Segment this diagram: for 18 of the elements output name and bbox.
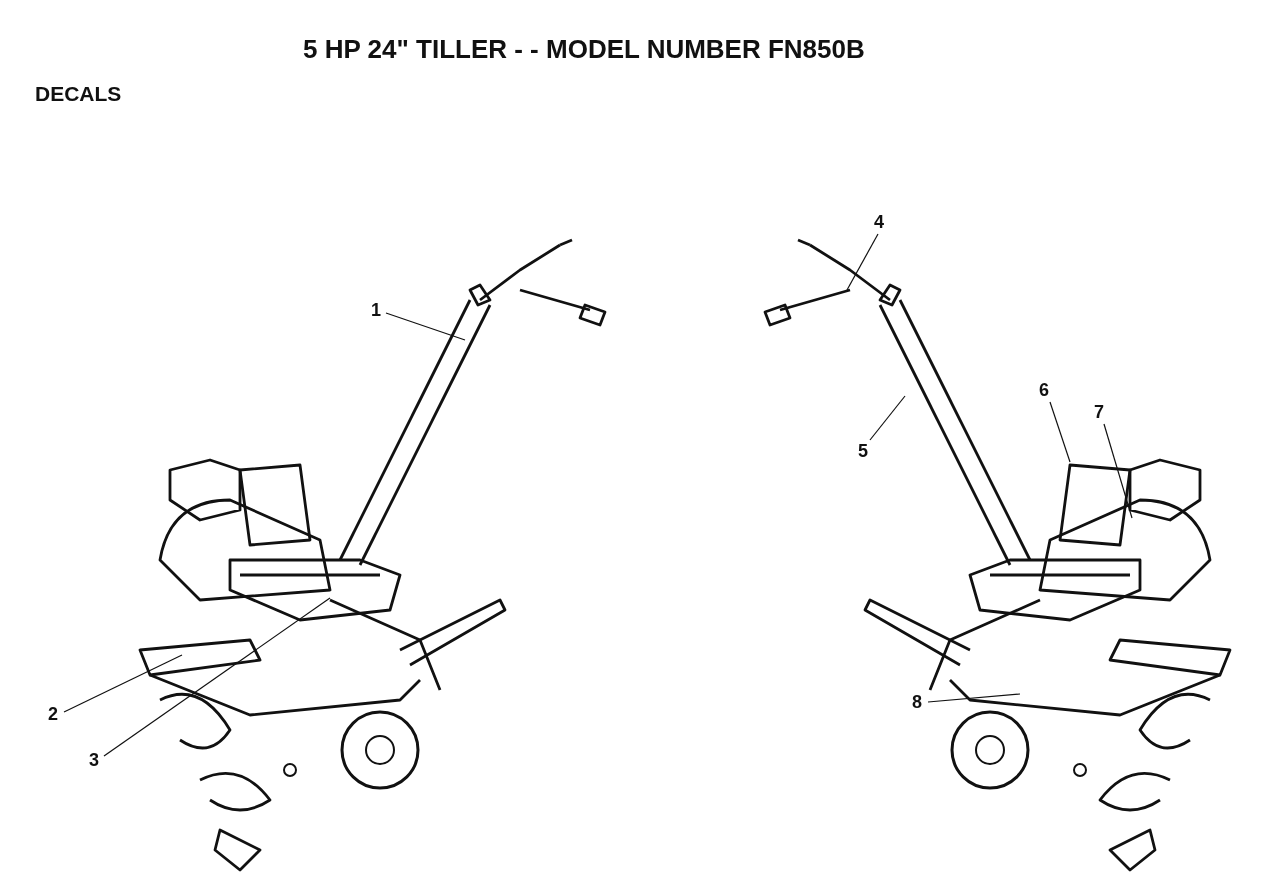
leader-line xyxy=(1049,401,1071,463)
leader-line xyxy=(846,233,879,291)
leader-line xyxy=(103,597,331,757)
callout-number: 1 xyxy=(371,300,381,321)
leader-line xyxy=(927,693,1021,703)
leader-line xyxy=(1103,423,1133,519)
callout-number: 7 xyxy=(1094,402,1104,423)
callout-number: 4 xyxy=(874,212,884,233)
leader-line xyxy=(63,654,183,713)
leader-line xyxy=(385,312,466,341)
callout-number: 5 xyxy=(858,441,868,462)
callout-number: 8 xyxy=(912,692,922,713)
leader-line xyxy=(869,395,906,441)
callout-number: 2 xyxy=(48,704,58,725)
title: 5 HP 24" TILLER - - MODEL NUMBER FN850B xyxy=(303,34,865,65)
callout-number: 6 xyxy=(1039,380,1049,401)
section-heading: DECALS xyxy=(35,82,122,106)
callout-number: 3 xyxy=(89,750,99,771)
